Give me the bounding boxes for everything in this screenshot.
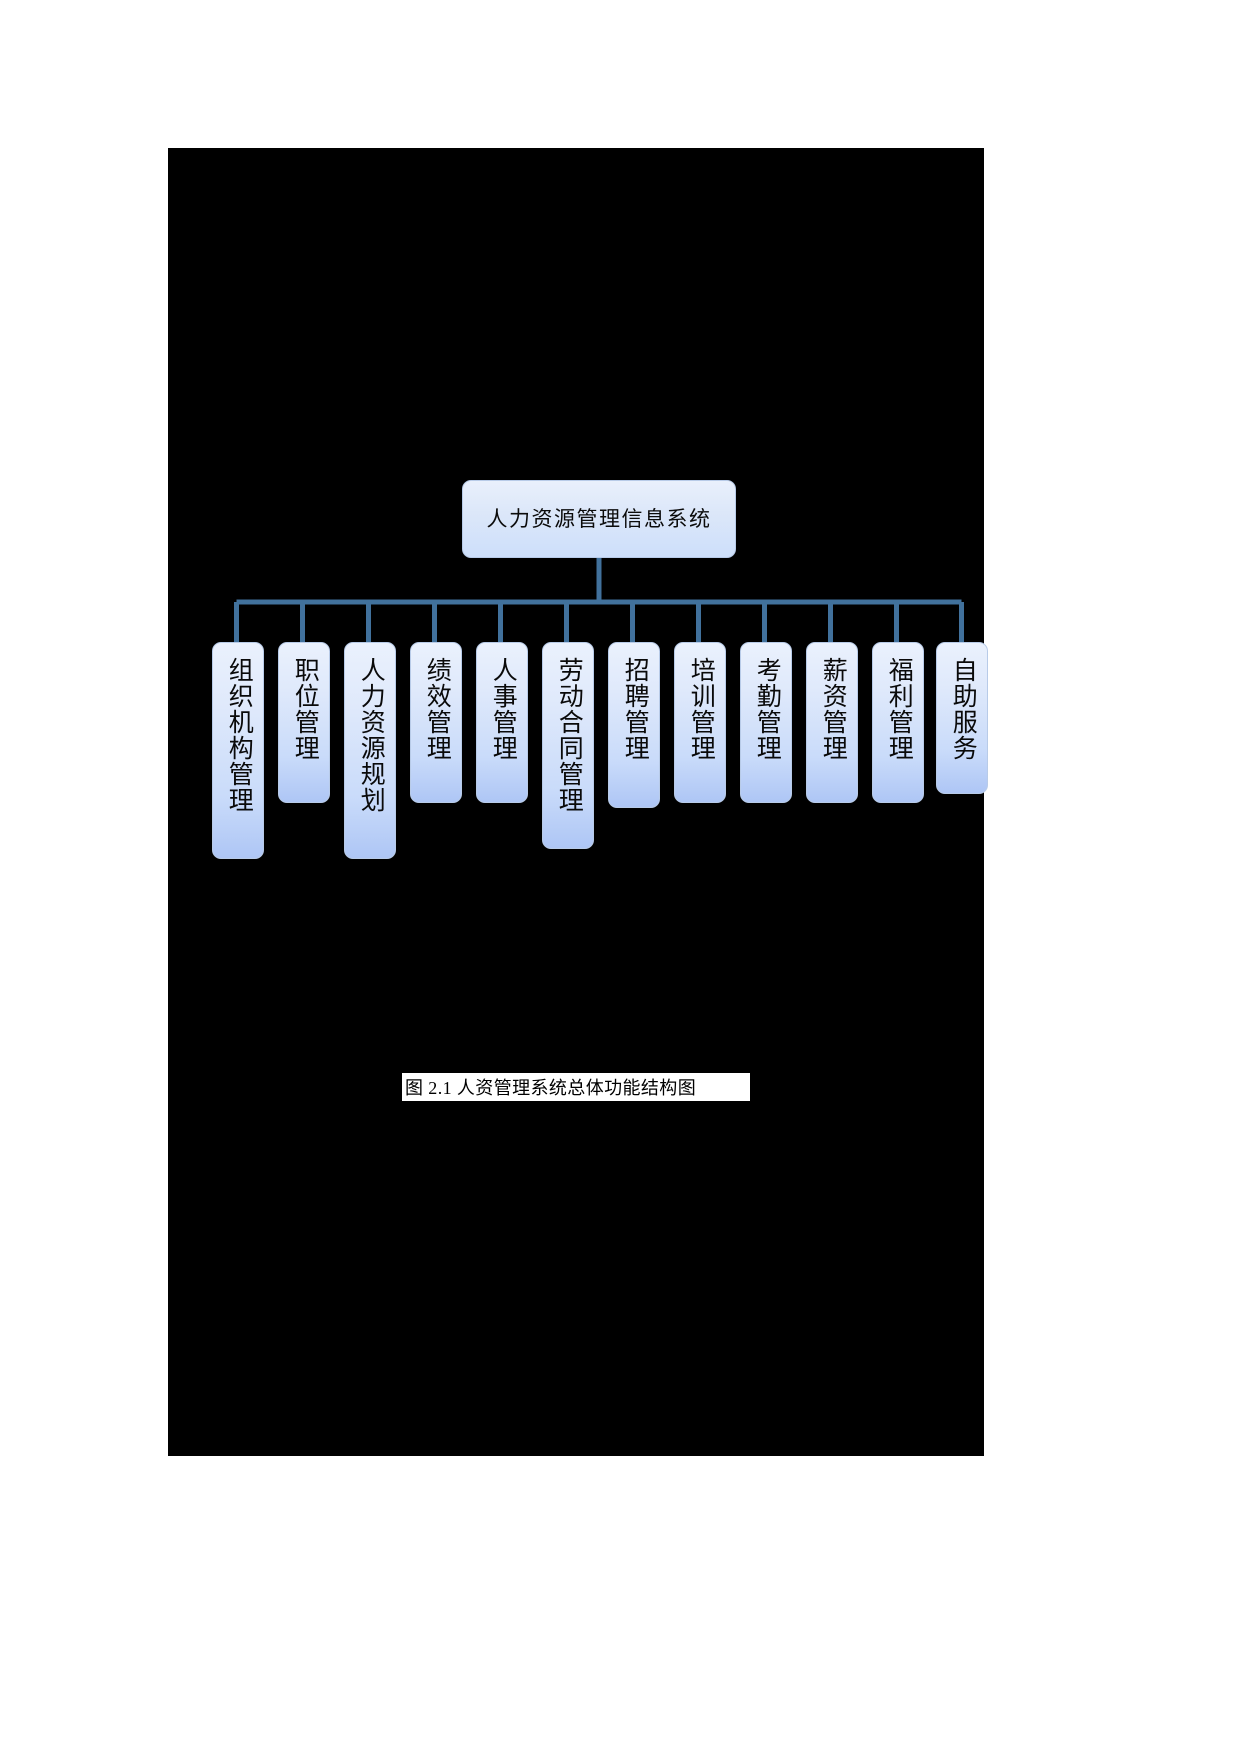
leaf-node-label: 人力资源规划	[357, 657, 385, 813]
document-page: 人力资源管理信息系统 组织机构管理 职位管理 人力资源规划 绩效管理 人事管理 …	[168, 148, 988, 1456]
leaf-node-recruitment-management[interactable]: 招聘管理	[608, 642, 660, 808]
leaf-node-self-service[interactable]: 自助服务	[936, 642, 988, 794]
leaf-node-label: 绩效管理	[423, 657, 451, 761]
leaf-node-labor-contract-management[interactable]: 劳动合同管理	[542, 642, 594, 849]
leaf-node-hr-planning[interactable]: 人力资源规划	[344, 642, 396, 859]
leaf-node-label: 劳动合同管理	[555, 657, 583, 813]
leaf-node-performance-management[interactable]: 绩效管理	[410, 642, 462, 803]
leaf-node-label: 培训管理	[687, 657, 715, 761]
figure-caption-text: 图 2.1 人资管理系统总体功能结构图	[405, 1078, 697, 1098]
leaf-node-label: 职位管理	[291, 657, 319, 761]
leaf-node-welfare-management[interactable]: 福利管理	[872, 642, 924, 803]
figure-caption: 图 2.1 人资管理系统总体功能结构图	[402, 1073, 750, 1101]
leaf-node-position-management[interactable]: 职位管理	[278, 642, 330, 803]
leaf-node-label: 薪资管理	[819, 657, 847, 761]
leaf-node-label: 自助服务	[949, 657, 977, 761]
leaf-node-label: 福利管理	[885, 657, 913, 761]
leaf-node-label: 组织机构管理	[225, 657, 253, 813]
leaf-node-label: 人事管理	[489, 657, 517, 761]
leaf-node-label: 招聘管理	[621, 657, 649, 761]
leaf-node-salary-management[interactable]: 薪资管理	[806, 642, 858, 803]
leaf-node-training-management[interactable]: 培训管理	[674, 642, 726, 803]
leaf-node-personnel-management[interactable]: 人事管理	[476, 642, 528, 803]
root-node-label: 人力资源管理信息系统	[486, 506, 712, 531]
org-chart-diagram: 人力资源管理信息系统 组织机构管理 职位管理 人力资源规划 绩效管理 人事管理 …	[168, 148, 988, 1456]
leaf-node-label: 考勤管理	[753, 657, 781, 761]
leaf-node-attendance-management[interactable]: 考勤管理	[740, 642, 792, 803]
root-node[interactable]: 人力资源管理信息系统	[462, 480, 736, 558]
leaf-node-organization-structure[interactable]: 组织机构管理	[212, 642, 264, 859]
